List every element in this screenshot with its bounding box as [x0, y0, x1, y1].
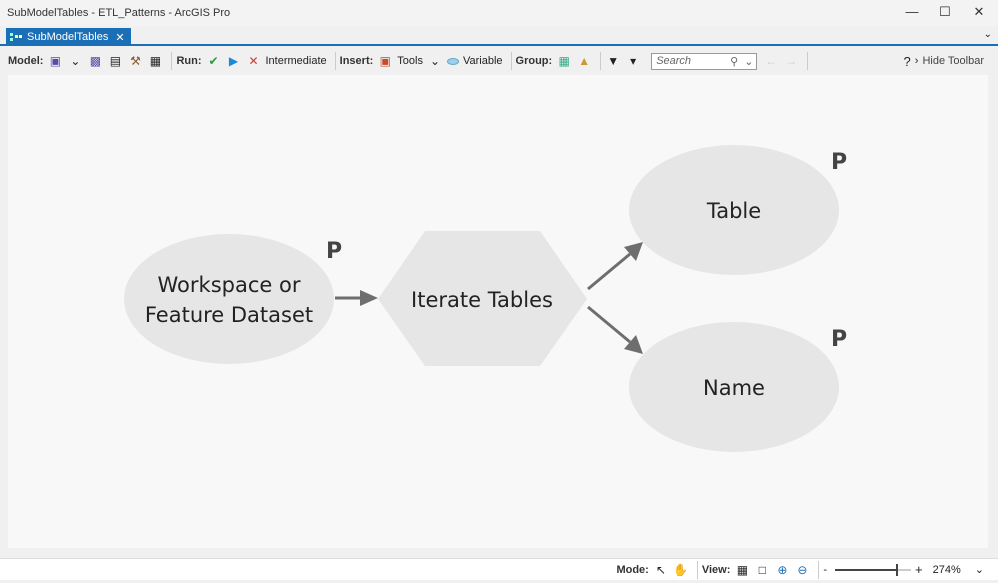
arrowhead — [624, 242, 643, 261]
toolbox-icon[interactable]: ▣ — [379, 54, 391, 68]
maximize-button[interactable]: ☐ — [939, 4, 951, 19]
properties-icon[interactable]: ▤ — [109, 54, 122, 68]
view-label: View: — [701, 563, 731, 576]
zoom-in-icon[interactable]: ⊕ — [777, 562, 788, 577]
select-pointer-icon[interactable]: ↖ — [655, 562, 666, 577]
auto-layout-icon[interactable]: ▦ — [149, 54, 162, 68]
model-diagram: Workspace or Feature Dataset P Iterate T… — [124, 145, 847, 452]
validate-hammer-icon[interactable]: ⚒ — [130, 54, 141, 68]
chevron-right-icon: › — [914, 55, 919, 67]
tab-label: SubModelTables — [27, 31, 109, 43]
node-label: Feature Dataset — [145, 303, 313, 327]
status-bar: Mode: ↖ ✋ View: ▦ □ ⊕ ⊖ - + 274% ⌄ — [0, 558, 998, 580]
group-icon[interactable]: ▦ — [558, 54, 570, 68]
chevron-down-icon[interactable]: ⌄ — [429, 54, 440, 68]
validate-check-icon[interactable]: ✔ — [208, 54, 219, 68]
group-label: Group: — [515, 55, 553, 67]
node-label: Table — [706, 199, 761, 223]
divider — [510, 52, 512, 70]
run-play-icon[interactable]: ▶ — [228, 54, 239, 68]
parameter-badge: P — [326, 239, 342, 264]
intermediate-x-icon[interactable]: ✕ — [248, 54, 259, 68]
save-as-icon[interactable]: ▩ — [89, 54, 102, 68]
model-canvas[interactable]: Workspace or Feature Dataset P Iterate T… — [8, 75, 988, 548]
chevron-down-icon[interactable]: ⌄ — [983, 29, 992, 40]
node-iterate-tables[interactable]: Iterate Tables — [378, 231, 587, 366]
connector-iterate-table[interactable] — [587, 252, 631, 291]
insert-label: Insert: — [339, 55, 374, 67]
run-label: Run: — [176, 55, 202, 67]
hide-toolbar-button[interactable]: Hide Toolbar — [922, 55, 984, 67]
back-arrow-icon[interactable]: ← — [765, 54, 778, 68]
connector-iterate-name[interactable] — [587, 305, 631, 344]
variable-button[interactable]: Variable — [462, 55, 503, 67]
node-label: Iterate Tables — [411, 288, 553, 312]
full-extent-icon[interactable]: ▦ — [736, 562, 749, 577]
search-icon: ⚲ — [730, 55, 739, 68]
help-button[interactable]: ? — [903, 53, 911, 69]
tab-submodeltables[interactable]: SubModelTables ✕ — [6, 28, 131, 46]
horizontal-scrollbar[interactable] — [8, 548, 988, 558]
divider — [171, 52, 173, 70]
tab-row: SubModelTables ✕ ⌄ — [0, 26, 998, 46]
zoom-slider[interactable] — [835, 563, 912, 576]
chevron-down-icon[interactable]: ⌄ — [974, 564, 984, 576]
forward-arrow-icon[interactable]: → — [785, 54, 798, 68]
close-tab-icon[interactable]: ✕ — [115, 32, 125, 44]
zoom-in-button[interactable]: + — [915, 562, 923, 577]
chevron-down-icon[interactable]: ▾ — [630, 54, 637, 68]
zoom-level[interactable]: 274% — [932, 563, 961, 576]
divider — [818, 560, 820, 579]
divider — [807, 52, 809, 70]
parameter-badge: P — [831, 150, 847, 175]
divider — [334, 52, 336, 70]
intermediate-button[interactable]: Intermediate — [265, 55, 327, 67]
divider — [696, 560, 698, 579]
close-window-button[interactable]: ✕ — [973, 4, 985, 19]
ungroup-icon[interactable]: ▲ — [578, 54, 591, 68]
search-input[interactable]: Search ⚲ ⌄ — [651, 52, 758, 70]
node-name[interactable]: Name P — [629, 322, 847, 452]
arrowhead — [360, 290, 378, 306]
tools-button[interactable]: Tools — [397, 55, 423, 67]
mode-label: Mode: — [616, 563, 649, 576]
save-icon[interactable]: ▣ — [49, 54, 62, 68]
model-label: Model: — [8, 55, 44, 67]
chevron-down-icon[interactable]: ⌄ — [744, 55, 754, 68]
window-title: SubModelTables - ETL_Patterns - ArcGIS P… — [7, 7, 231, 19]
arrowhead — [624, 335, 643, 354]
node-workspace[interactable]: Workspace or Feature Dataset P — [124, 234, 342, 364]
fit-icon[interactable]: □ — [758, 562, 766, 577]
chevron-down-icon[interactable]: ⌄ — [70, 54, 81, 68]
node-label: Workspace or — [158, 273, 301, 297]
vertical-scrollbar[interactable] — [988, 46, 998, 558]
toolbar: Model: ▣ ⌄ ▩ ▤ ⚒ ▦ Run: ✔ ▶ ✕ Intermedia… — [0, 48, 988, 74]
divider — [600, 52, 602, 70]
node-table[interactable]: Table P — [629, 145, 847, 275]
search-placeholder: Search — [656, 55, 692, 67]
minimize-button[interactable]: — — [905, 4, 919, 19]
zoom-out-icon[interactable]: ⊖ — [797, 562, 808, 577]
node-label: Name — [703, 376, 765, 400]
model-icon — [10, 33, 22, 41]
filter-icon[interactable]: ▼ — [607, 54, 620, 68]
pan-hand-icon[interactable]: ✋ — [673, 562, 689, 577]
zoom-slider-thumb[interactable] — [896, 563, 899, 576]
title-bar: SubModelTables - ETL_Patterns - ArcGIS P… — [0, 0, 998, 26]
zoom-out-button[interactable]: - — [823, 563, 828, 576]
variable-icon[interactable] — [446, 57, 459, 65]
parameter-badge: P — [831, 327, 847, 352]
